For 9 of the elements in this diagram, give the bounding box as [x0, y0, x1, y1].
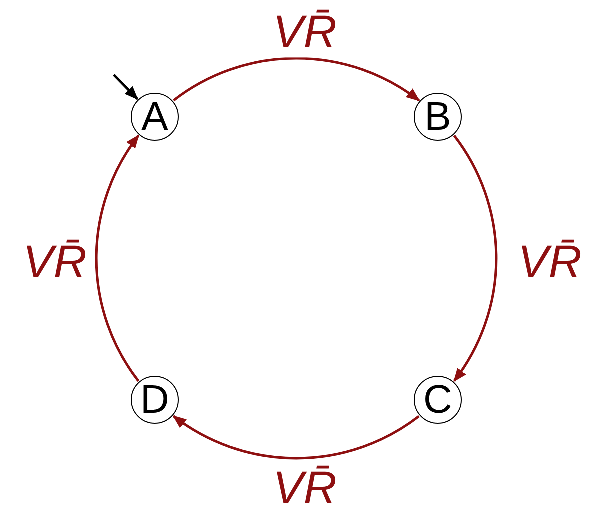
- arrow: [113, 74, 138, 100]
- arrow: [96, 134, 140, 382]
- state-circle: B: [414, 93, 462, 141]
- arrow: [173, 58, 420, 102]
- state-circle: C: [414, 376, 462, 424]
- state-circle: A: [131, 93, 179, 141]
- arrow: [453, 135, 498, 382]
- arrow: [172, 415, 420, 460]
- state-circle: D: [131, 376, 179, 424]
